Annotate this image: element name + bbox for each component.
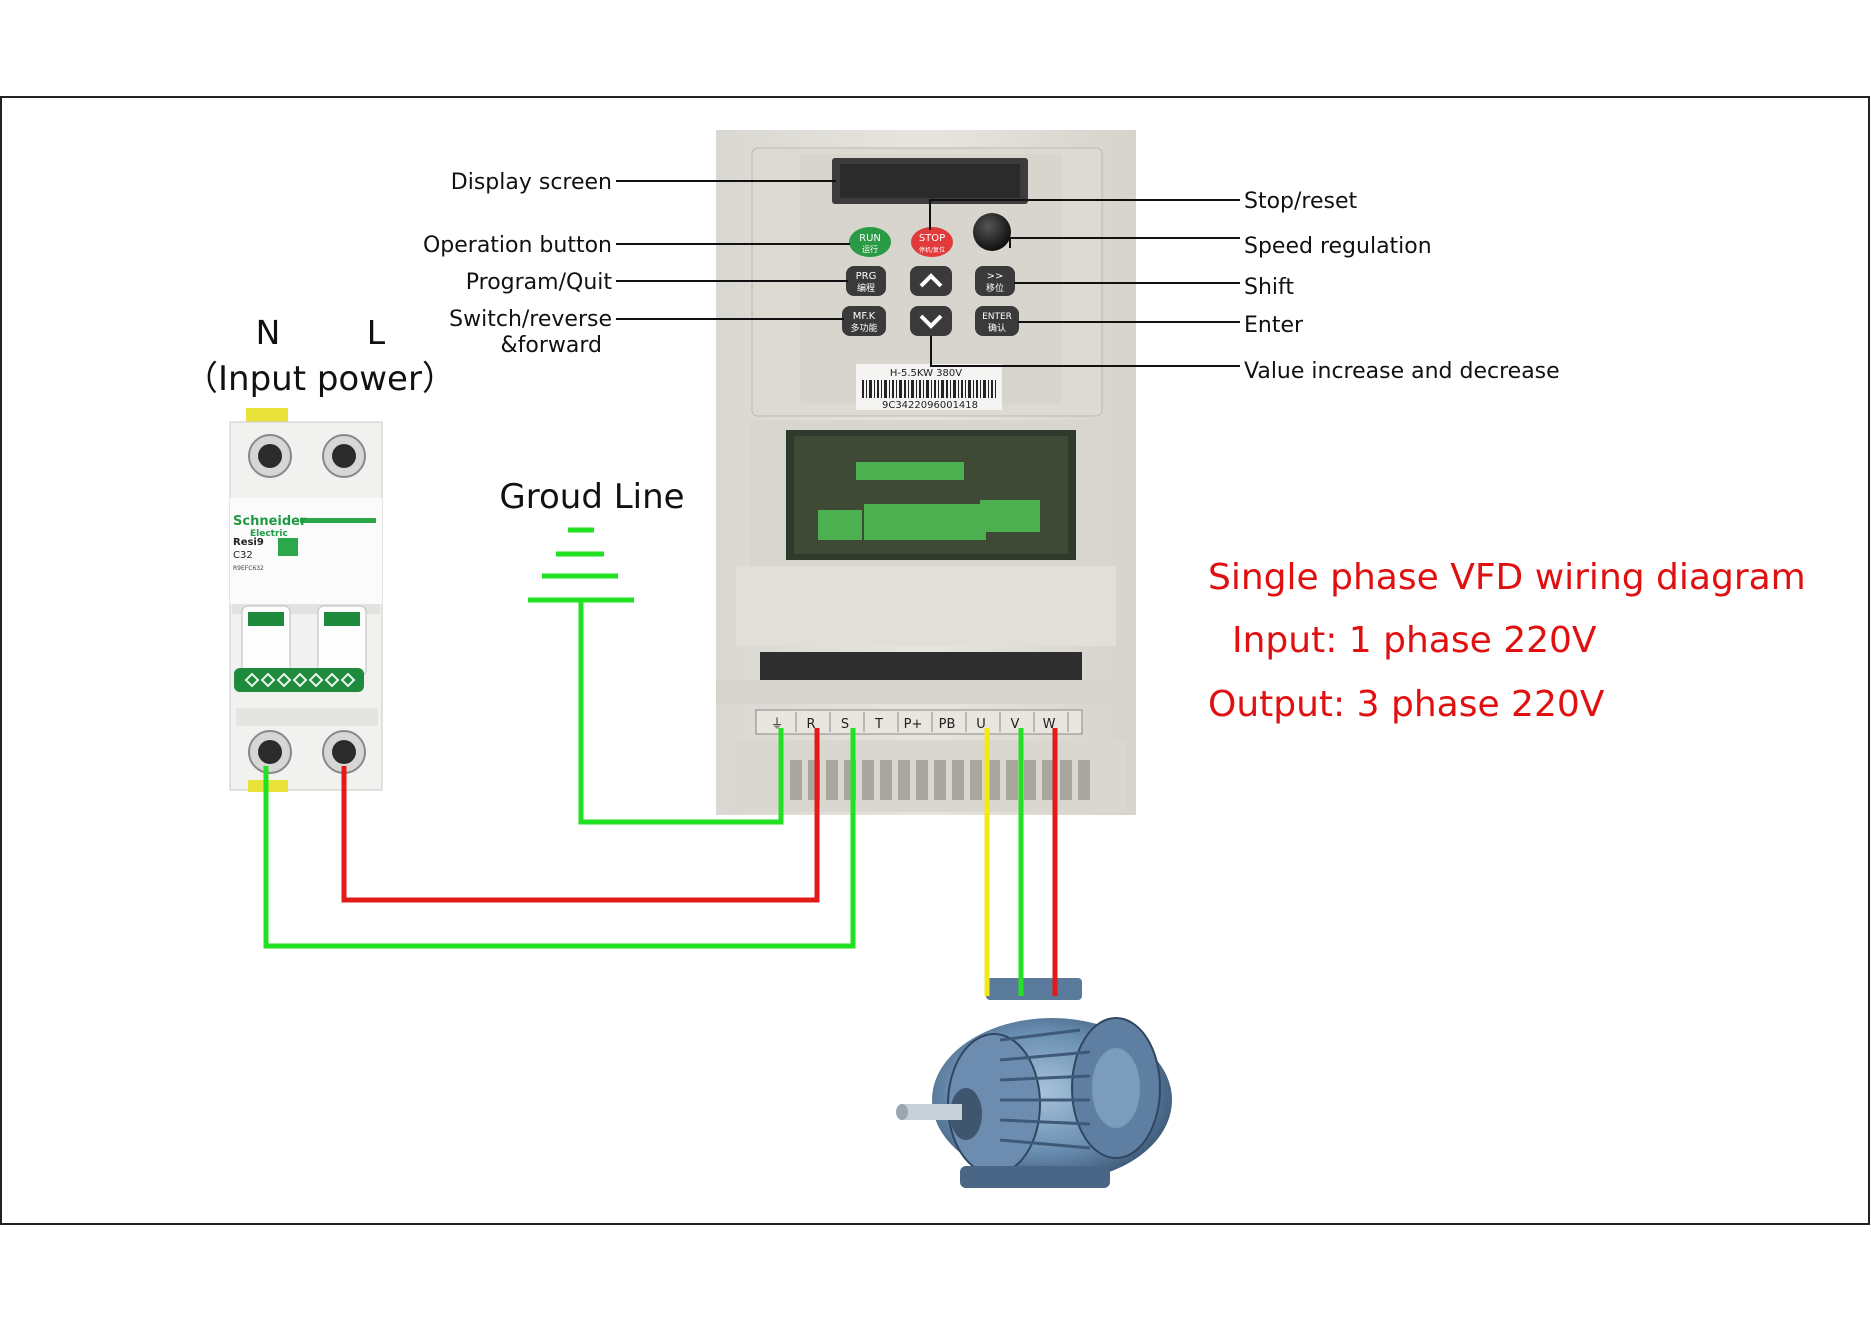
callout-shift: Shift	[1244, 275, 1294, 300]
terminal-label-2: R	[806, 717, 815, 732]
breaker-series: Resi9	[233, 537, 264, 548]
svg-text:停机/复位: 停机/复位	[919, 246, 945, 254]
vfd-serial: 9C3422096001418	[882, 400, 978, 411]
control-terminal-block	[818, 462, 1040, 540]
l-label: L	[367, 313, 386, 352]
ground-label: Groud Line	[499, 477, 684, 517]
svg-text:PRG: PRG	[856, 271, 877, 282]
callout-operation-button: Operation button	[423, 233, 612, 258]
vfd-model-label: H-5.5KW 380V	[890, 368, 962, 379]
terminal-label-6: PB	[939, 717, 956, 732]
svg-text:确认: 确认	[988, 322, 1006, 334]
vfd-unit: RUN 运行 STOP 停机/复位 PRG 编程 >> 移位 MF.K	[716, 130, 1136, 815]
callout-switch-reverse-1: Switch/reverse	[449, 307, 612, 332]
speed-knob[interactable]	[973, 213, 1011, 251]
svg-text:编程: 编程	[857, 282, 875, 294]
down-button[interactable]	[910, 306, 952, 336]
title-line-2: Input: 1 phase 220V	[1232, 620, 1597, 661]
callout-enter: Enter	[1244, 313, 1304, 338]
vent-grill	[790, 760, 1090, 800]
terminal-label-3: S	[841, 717, 849, 732]
svg-text:多功能: 多功能	[850, 322, 877, 334]
svg-text:MF.K: MF.K	[853, 311, 876, 322]
power-terminal-strip	[755, 709, 1083, 735]
run-button[interactable]: RUN 运行	[849, 227, 891, 257]
l-wire	[341, 728, 820, 903]
ground-wire	[578, 600, 784, 825]
terminal-label-4: T	[874, 717, 883, 732]
n-label: N	[256, 313, 281, 352]
callout-lines	[616, 180, 1240, 367]
input-power-caption: （Input power）	[184, 359, 456, 399]
motor-image	[896, 978, 1172, 1188]
shift-button[interactable]: >> 移位	[975, 266, 1015, 296]
callout-switch-reverse-2: &forward	[500, 333, 602, 358]
svg-text:STOP: STOP	[919, 233, 945, 244]
breaker-brand-2: Electric	[250, 529, 288, 539]
barcode	[862, 380, 996, 398]
mfk-button[interactable]: MF.K 多功能	[842, 306, 886, 336]
svg-text:运行: 运行	[862, 244, 878, 254]
breaker-brand: Schneider	[233, 514, 307, 529]
breaker-model: R9EFC632	[233, 565, 264, 572]
callout-display-screen: Display screen	[451, 170, 612, 195]
callout-value-inc-dec: Value increase and decrease	[1244, 359, 1560, 384]
enter-button[interactable]: ENTER 确认	[975, 306, 1019, 336]
stop-button[interactable]: STOP 停机/复位	[911, 227, 953, 257]
home-icon	[278, 538, 298, 556]
breaker-rating: C32	[233, 550, 253, 561]
prg-button[interactable]: PRG 编程	[846, 266, 886, 296]
terminal-label-8: V	[1011, 717, 1020, 732]
callout-speed-regulation: Speed regulation	[1244, 234, 1432, 259]
svg-text:RUN: RUN	[859, 233, 881, 244]
title-line-1: Single phase VFD wiring diagram	[1208, 557, 1806, 598]
title-line-3: Output: 3 phase 220V	[1208, 684, 1605, 725]
callout-program-quit: Program/Quit	[466, 270, 613, 295]
callout-stop-reset: Stop/reset	[1244, 189, 1358, 214]
terminal-label-5: P+	[904, 717, 923, 732]
circuit-breaker: Schneider Electric Resi9 C32 R9EFC632	[229, 408, 383, 792]
up-button[interactable]	[910, 266, 952, 296]
svg-text:ENTER: ENTER	[982, 312, 1012, 322]
n-wire	[263, 728, 856, 949]
svg-text:移位: 移位	[986, 282, 1004, 294]
terminal-label-9: W	[1043, 717, 1056, 732]
breaker-handle[interactable]	[234, 668, 364, 692]
terminal-label-7: U	[976, 717, 986, 732]
svg-text:>>: >>	[987, 271, 1004, 282]
